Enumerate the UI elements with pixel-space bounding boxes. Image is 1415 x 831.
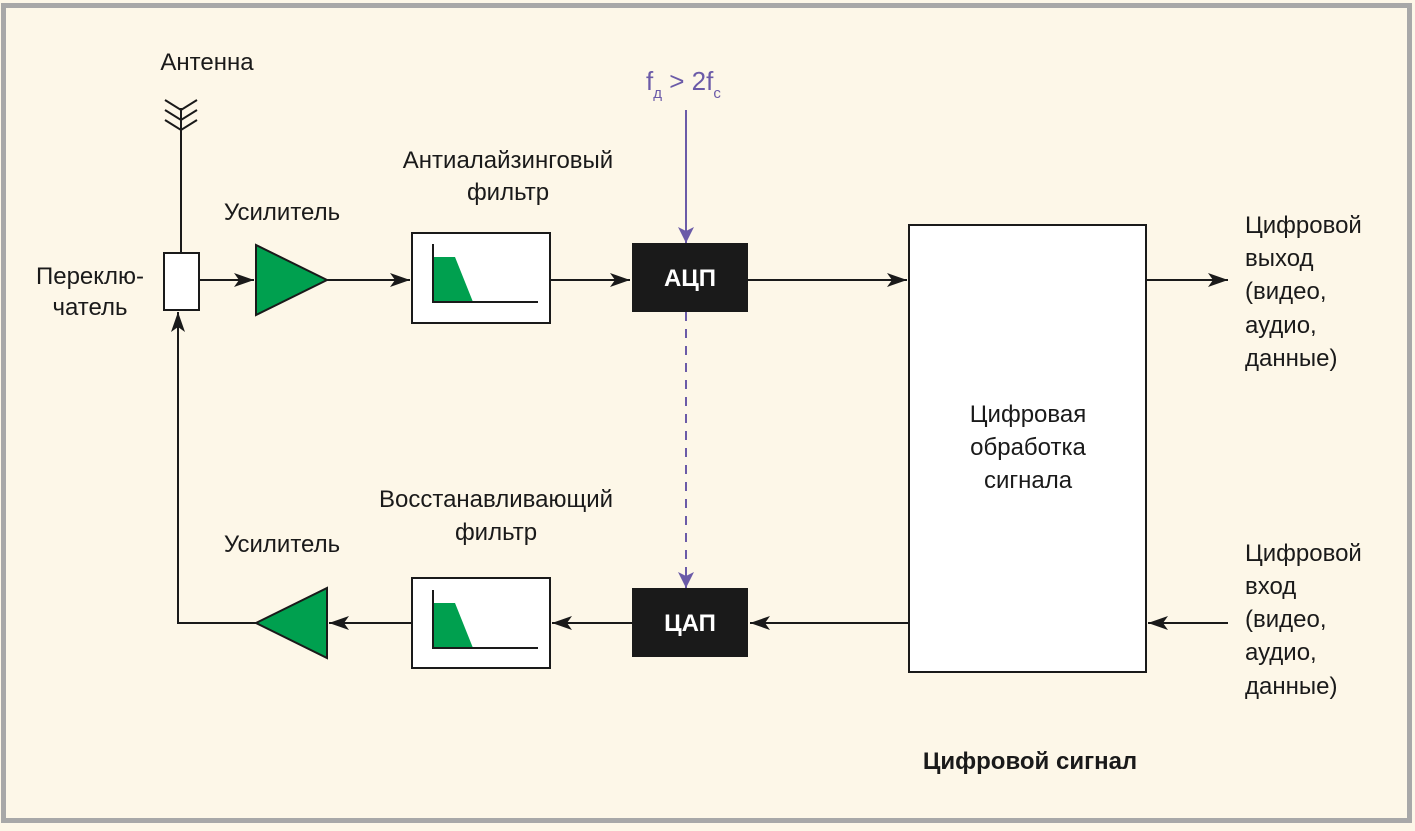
digital-out-line5: данные) (1245, 345, 1337, 372)
frame-border (1, 3, 1412, 823)
switch-block (163, 252, 200, 311)
digital-out-line3: (видео, (1245, 278, 1327, 305)
reconstruction-filter (411, 577, 551, 669)
dsp-label-line3: сигнала (984, 467, 1073, 494)
switch-label-line1: Переклю- (36, 263, 144, 290)
amplifier-top (255, 243, 330, 317)
amplifier-top-label: Усилитель (224, 199, 340, 226)
switch-label-line2: чатель (52, 294, 127, 321)
digital-in-line2: вход (1245, 573, 1296, 600)
digital-in-line1: Цифровой (1245, 540, 1362, 567)
antenna-label: Антенна (160, 49, 254, 76)
amplifier-bottom (253, 586, 328, 660)
dsp-label-line2: обработка (970, 434, 1086, 461)
footer-caption: Цифровой сигнал (923, 748, 1137, 775)
adc-label: АЦП (664, 265, 716, 292)
digital-out-line1: Цифровой (1245, 212, 1362, 239)
dac-block (632, 588, 748, 657)
digital-out-line4: аудио, (1245, 312, 1317, 339)
recon-filter-label-line1: Восстанавливающий (379, 486, 613, 513)
digital-out-line2: выход (1245, 245, 1314, 272)
anti-aliasing-filter (411, 232, 551, 324)
digital-in-line5: данные) (1245, 673, 1337, 700)
aa-filter-label-line1: Антиалайзинговый (403, 147, 613, 174)
digital-in-line3: (видео, (1245, 606, 1327, 633)
dsp-label-line1: Цифровая (970, 401, 1086, 428)
recon-filter-label-line2: фильтр (455, 519, 537, 546)
dsp-block (908, 224, 1147, 673)
dac-label: ЦАП (664, 610, 716, 637)
sampling-condition: fд > 2fc (646, 66, 721, 102)
adc-block (632, 243, 748, 312)
digital-in-line4: аудио, (1245, 639, 1317, 666)
aa-filter-label-line2: фильтр (467, 179, 549, 206)
antenna-icon (164, 99, 198, 253)
amplifier-bottom-label: Усилитель (224, 531, 340, 558)
arrow-amp-to-switch (171, 312, 256, 624)
